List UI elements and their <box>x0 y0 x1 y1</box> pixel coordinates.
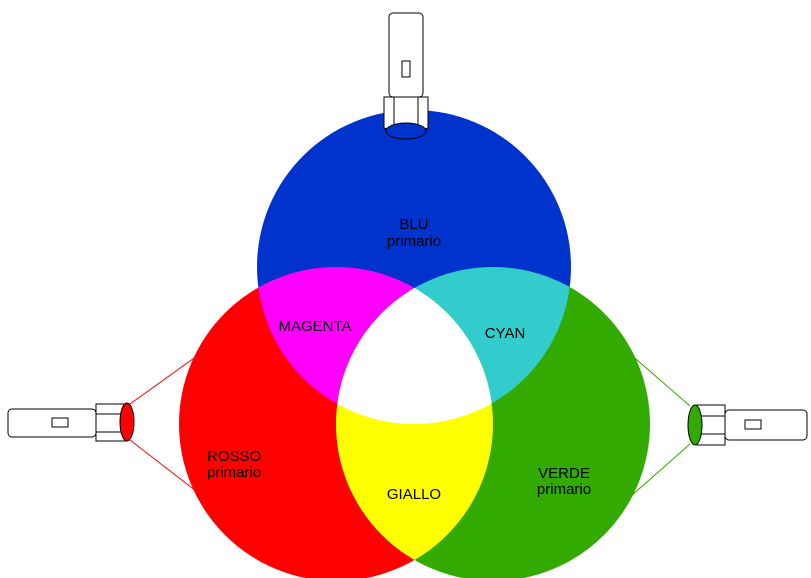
label-cyan: CYAN <box>485 325 526 342</box>
label-blue-name: BLU <box>399 216 428 233</box>
label-green-sub: primario <box>537 481 591 498</box>
flashlight-blue-icon <box>384 13 428 139</box>
label-yellow: GIALLO <box>387 486 441 503</box>
label-blue-sub: primario <box>387 233 441 250</box>
label-green-name: VERDE <box>538 465 590 482</box>
flashlight-red-icon <box>8 403 134 441</box>
flashlight-green-icon <box>688 405 807 445</box>
label-magenta: MAGENTA <box>278 318 351 335</box>
label-red-sub: primario <box>207 464 261 481</box>
label-red-name: ROSSO <box>207 448 261 465</box>
